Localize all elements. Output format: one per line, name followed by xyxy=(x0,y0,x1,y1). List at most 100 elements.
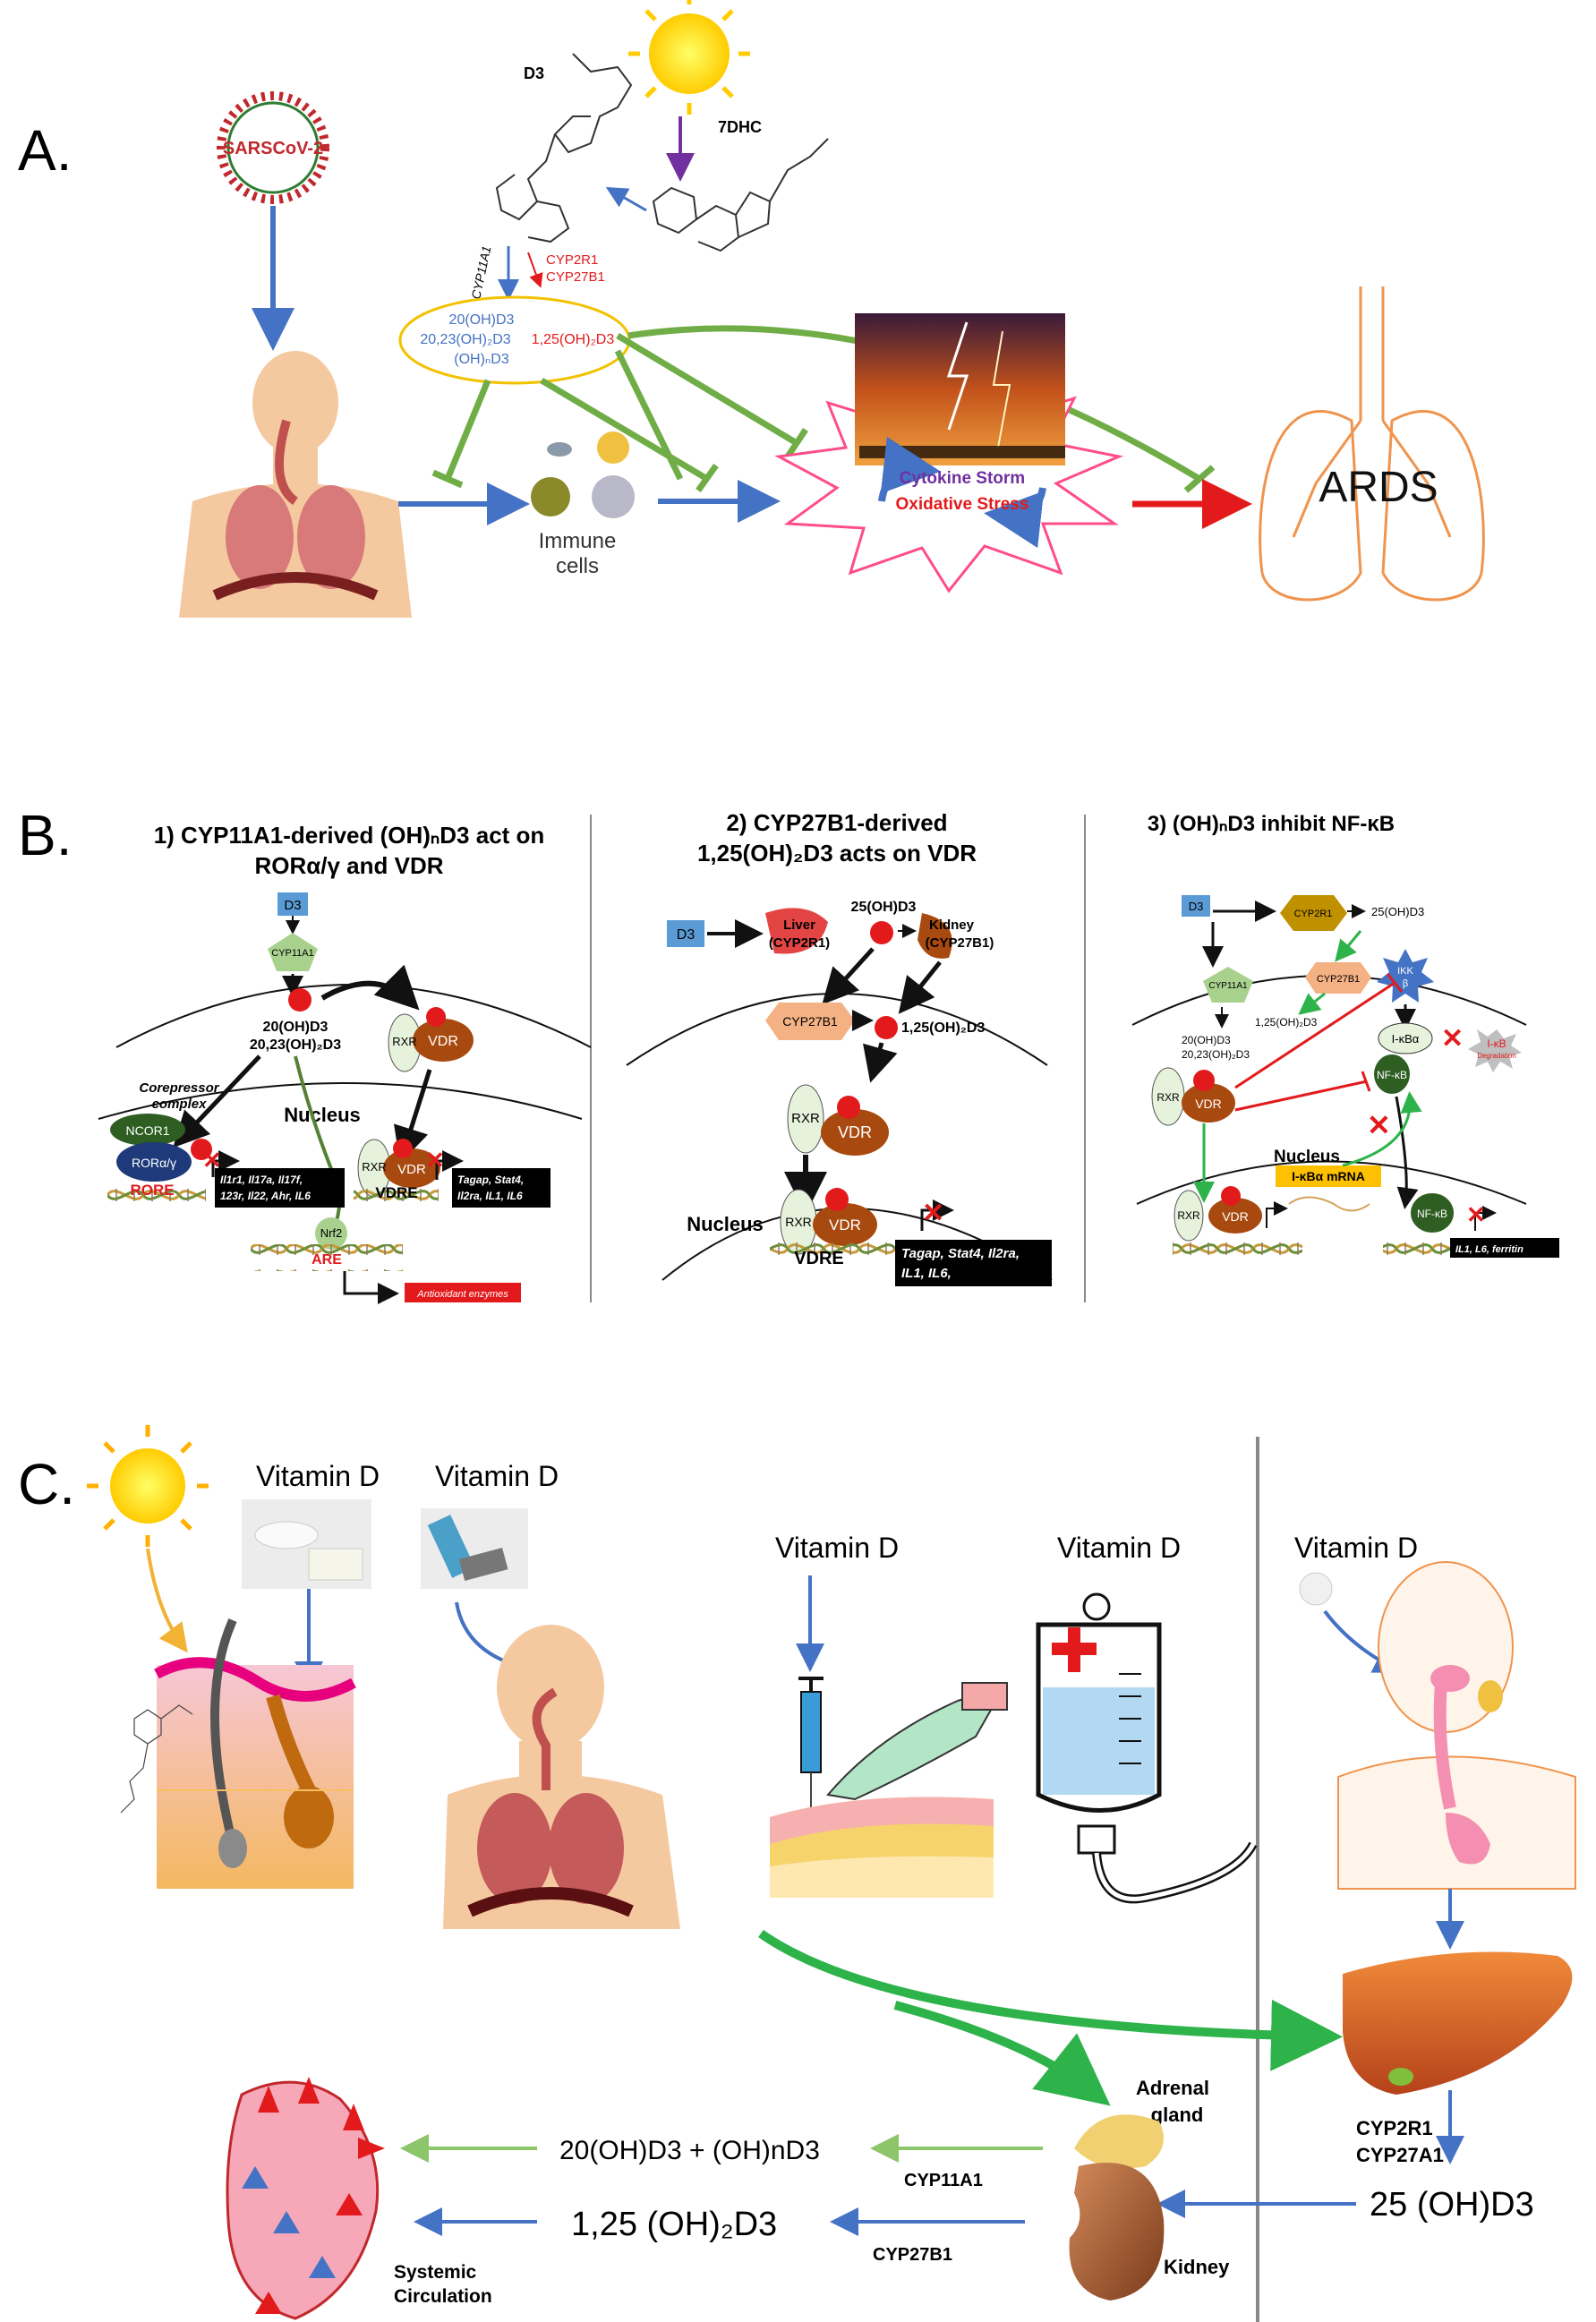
met-ohn: (OH)ₙD3 xyxy=(454,352,509,367)
b3-met2023: 20,23(OH)₂D3 xyxy=(1182,1048,1250,1061)
b1-nrf2: Nrf2 xyxy=(320,1226,343,1240)
human-respiratory-figure xyxy=(179,351,412,618)
lightning-icon xyxy=(946,321,969,431)
b2-liver-enz: (CYP2R1) xyxy=(769,935,830,951)
arrow-sun-skin xyxy=(146,1548,188,1653)
panel-b-letter: B. xyxy=(18,803,72,867)
systemic-label-2: Circulation xyxy=(394,2286,492,2307)
b2-vdre: VDRE xyxy=(794,1249,844,1268)
d3-structure xyxy=(495,53,633,243)
met25-c: 25 (OH)D3 xyxy=(1370,2186,1534,2224)
immune-label-1: Immune xyxy=(539,529,617,553)
sun-c-icon xyxy=(87,1425,209,1547)
b3-genes: IL1, L6, ferritin xyxy=(1455,1244,1523,1255)
b3-red-x-3: ✕ xyxy=(1466,1201,1486,1228)
human-lungs-figure xyxy=(443,1625,680,1929)
b1-met1: 20(OH)D3 xyxy=(263,1020,329,1035)
b1-met2: 20,23(OH)₂D3 xyxy=(250,1037,341,1053)
liver-enz-1: CYP2R1 xyxy=(1356,2117,1433,2139)
prod-cyp11a1: 20(OH)D3 + (OH)nD3 xyxy=(559,2136,820,2165)
vd-topical-label: Vitamin D xyxy=(256,1460,380,1492)
d3-label: D3 xyxy=(524,64,544,82)
ards-lungs-icon xyxy=(1259,286,1485,602)
b1-antiox: Antioxidant enzymes xyxy=(416,1289,508,1300)
b2-rxr: RXR xyxy=(791,1111,820,1126)
b1-rore: RORE xyxy=(130,1182,174,1199)
storm-label-2: Oxidative Stress xyxy=(896,495,1029,514)
arrow-7dhc-d3 xyxy=(605,187,647,212)
b2-genes-1: Tagap, Stat4, Il2ra, xyxy=(901,1246,1020,1261)
b2-red-x: ✕ xyxy=(922,1199,944,1228)
b2-d3: D3 xyxy=(677,927,696,943)
b2-title-2: 1,25(OH)₂D3 acts on VDR xyxy=(697,840,977,866)
b1-ror: RORα/γ xyxy=(132,1156,176,1170)
b3-d3: D3 xyxy=(1189,900,1204,913)
arrow-d3-cyp2r1 xyxy=(527,252,543,288)
b2-met25: 25(OH)D3 xyxy=(851,900,917,915)
b3-vdr: VDR xyxy=(1195,1097,1222,1111)
met-20oh: 20(OH)D3 xyxy=(449,312,515,328)
b2-liver: Liver xyxy=(783,918,815,933)
b3-ikb-deg: I-κB xyxy=(1487,1037,1506,1050)
inhaler-icon xyxy=(421,1508,528,1589)
panel-c: C. Vitamin D Vitamin D Vitamin D Vitamin… xyxy=(18,1425,1576,2322)
7dhc-label: 7DHC xyxy=(718,118,762,136)
kidney-label-c: Kidney xyxy=(1164,2256,1230,2278)
panel-a-letter: A. xyxy=(18,118,72,183)
b1-rxr: RXR xyxy=(392,1035,416,1048)
met-2023: 20,23(OH)₂D3 xyxy=(420,332,510,347)
storm-label-1: Cytokine Storm xyxy=(900,469,1025,488)
b2-met125: 1,25(OH)₂D3 xyxy=(901,1020,985,1036)
b1-nucleus: Nucleus xyxy=(284,1104,361,1126)
panel-b3: 3) (OH)ₙD3 inhibit NF-κB D3 CYP2R1 25(OH… xyxy=(1131,812,1559,1258)
adrenal-gland-icon xyxy=(1074,2114,1164,2169)
b2-nucleus: Nucleus xyxy=(687,1213,764,1235)
b2-vdr-2: VDR xyxy=(829,1216,861,1234)
b3-ikk-2: β xyxy=(1403,978,1408,989)
gloved-hand-icon xyxy=(826,1696,995,1801)
panel-c-letter: C. xyxy=(18,1452,75,1516)
b2-genes-2: IL1, IL6, xyxy=(901,1266,952,1281)
kidney-icon xyxy=(1069,2163,1165,2301)
b2-title-1: 2) CYP27B1-derived xyxy=(726,809,947,836)
7dhc-structure xyxy=(652,138,829,252)
b3-mrna: I-κBα mRNA xyxy=(1292,1169,1365,1183)
adrenal-label-2: gland xyxy=(1151,2104,1204,2126)
b1-red-x-1: ✕ xyxy=(202,1147,222,1174)
b2-kidney-enz: (CYP27B1) xyxy=(926,935,994,951)
b3-rxr-2: RXR xyxy=(1177,1209,1200,1222)
ards-label: ARDS xyxy=(1319,464,1438,511)
b3-nfkb-2: NF-κB xyxy=(1417,1208,1447,1220)
cyp11a1-c: CYP11A1 xyxy=(904,2171,983,2190)
vd-oral-label: Vitamin D xyxy=(1294,1532,1418,1564)
b1-red-x-2: ✕ xyxy=(425,1147,445,1174)
b3-vdr-2: VDR xyxy=(1222,1209,1249,1224)
panel-a: A. SARSCoV-2 Immune cells xyxy=(18,0,1485,618)
b1-d3: D3 xyxy=(284,898,301,913)
b1-ror-genes-2: 123r, Il22, Ahr, IL6 xyxy=(220,1190,311,1202)
b1-cyp11a1: CYP11A1 xyxy=(271,948,314,959)
b1-vdre: VDRE xyxy=(375,1184,417,1201)
b3-cyp11a1: CYP11A1 xyxy=(1208,981,1248,991)
b1-vdr-genes-1: Tagap, Stat4, xyxy=(457,1174,524,1186)
syringe-icon xyxy=(798,1677,824,1835)
b1-ror-genes-1: Il1r1, Il17a, Il17f, xyxy=(220,1174,303,1186)
b2-kidney: Kidney xyxy=(929,918,975,933)
panel-b: B. 1) CYP11A1-derived (OH)ₙD3 act on ROR… xyxy=(18,803,1559,1304)
b3-cyp27b1: CYP27B1 xyxy=(1317,974,1360,985)
b1-are: ARE xyxy=(312,1252,342,1268)
b3-title: 3) (OH)ₙD3 inhibit NF-κB xyxy=(1148,812,1395,836)
iv-bag-icon xyxy=(1036,1592,1258,1904)
liver-enz-2: CYP27A1 xyxy=(1356,2144,1444,2166)
immune-cells-icon xyxy=(531,431,635,518)
storm-image xyxy=(855,313,1065,465)
b1-ncor1: NCOR1 xyxy=(125,1123,169,1138)
chemical-structure-skin xyxy=(120,1704,193,1814)
prod-cyp27b1: 1,25 (OH)₂D3 xyxy=(571,2206,777,2243)
cyp2r1-a: CYP2R1 xyxy=(546,252,598,268)
sun-icon xyxy=(628,0,750,115)
b3-rxr: RXR xyxy=(1156,1091,1180,1104)
b3-met125: 1,25(OH)₂D3 xyxy=(1255,1016,1318,1029)
panel-b2: 2) CYP27B1-derived 1,25(OH)₂D3 acts on V… xyxy=(626,809,1053,1286)
panel-b1: 1) CYP11A1-derived (OH)ₙD3 act on RORα/γ… xyxy=(98,822,592,1304)
